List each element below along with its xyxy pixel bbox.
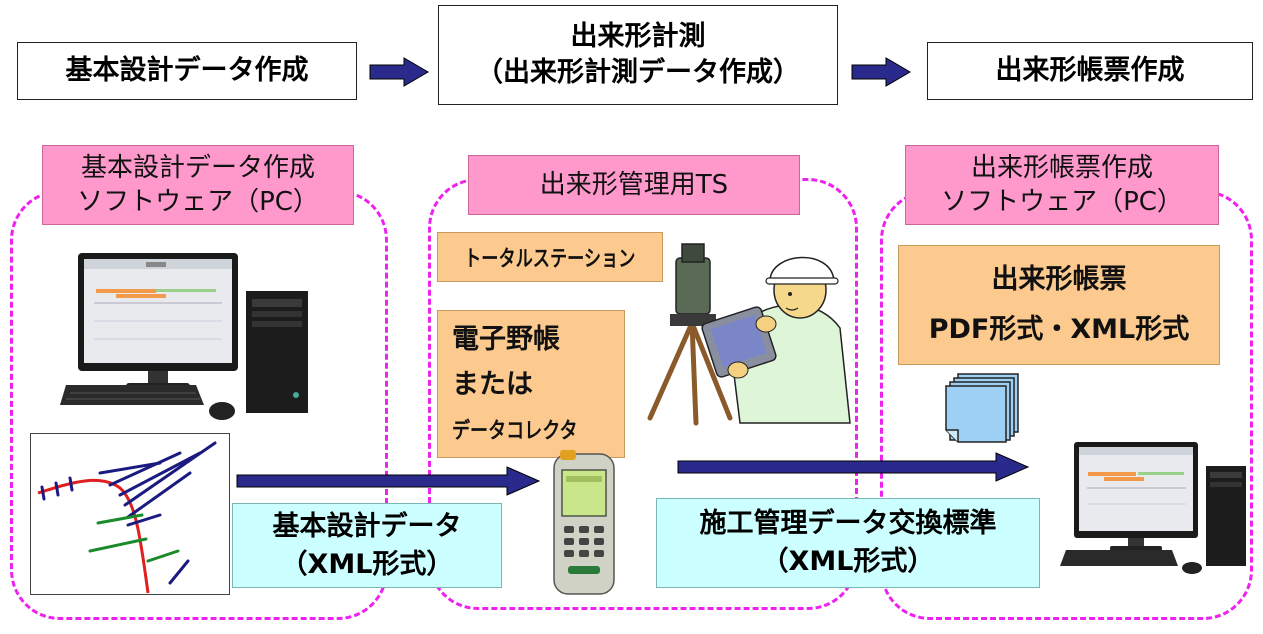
desktop-pc-left-illustration: [60, 253, 308, 420]
flow-step-design: 基本設計データ作成: [17, 42, 357, 100]
data-collector-device: [553, 450, 615, 595]
flow-arrow-1: [369, 57, 429, 87]
exchange-standard-xml-box: 施工管理データ交換標準 （XML形式）: [656, 498, 1040, 588]
report-format-line1: 出来形帳票: [991, 264, 1127, 295]
total-station-label: トータルステーション: [437, 232, 663, 282]
flow-arrow-2: [851, 57, 911, 87]
flow-step-measure-line2: （出来形計測データ作成）: [476, 57, 800, 88]
surveyor-illustration: [647, 243, 851, 426]
desktop-pc-right-illustration: [1060, 442, 1246, 574]
label-report-software-line2: ソフトウェア（PC）: [941, 187, 1183, 217]
exchange-standard-line1: 施工管理データ交換標準: [699, 508, 997, 539]
design-data-xml-box: 基本設計データ （XML形式）: [232, 503, 502, 588]
arrow-collector-to-report: [677, 452, 1030, 482]
field-book-line1: 電子野帳: [452, 324, 560, 355]
flow-step-report: 出来形帳票作成: [927, 42, 1253, 100]
report-format-box: 出来形帳票 PDF形式・XML形式: [898, 245, 1220, 365]
flow-step-design-label: 基本設計データ作成: [65, 55, 309, 86]
label-design-software-line2: ソフトウェア（PC）: [77, 187, 319, 217]
label-design-software: 基本設計データ作成 ソフトウェア（PC）: [42, 145, 354, 225]
exchange-standard-line2: （XML形式）: [761, 546, 935, 577]
design-data-line1: 基本設計データ: [272, 510, 462, 542]
label-ts-text: 出来形管理用TS: [539, 170, 729, 200]
document-stack-icon: [945, 373, 1019, 443]
arrow-design-to-collector: [236, 466, 541, 496]
field-book-line2: または: [452, 369, 533, 400]
flow-step-measure-line1: 出来形計測: [570, 21, 706, 52]
report-format-line2: PDF形式・XML形式: [928, 314, 1190, 345]
label-ts: 出来形管理用TS: [468, 155, 800, 215]
flow-step-measure: 出来形計測 （出来形計測データ作成）: [438, 5, 838, 105]
label-report-software-line1: 出来形帳票作成: [970, 153, 1153, 183]
alignment-drawing: [37, 441, 217, 594]
field-book-line3: データコレクタ: [452, 419, 578, 444]
field-book-label: 電子野帳 または データコレクタ: [437, 310, 625, 458]
flow-step-report-label: 出来形帳票作成: [995, 55, 1185, 86]
label-design-software-line1: 基本設計データ作成: [80, 153, 315, 183]
label-report-software: 出来形帳票作成 ソフトウェア（PC）: [905, 145, 1219, 225]
total-station-label-text: トータルステーション: [464, 247, 636, 272]
design-data-line2: （XML形式）: [280, 548, 454, 580]
